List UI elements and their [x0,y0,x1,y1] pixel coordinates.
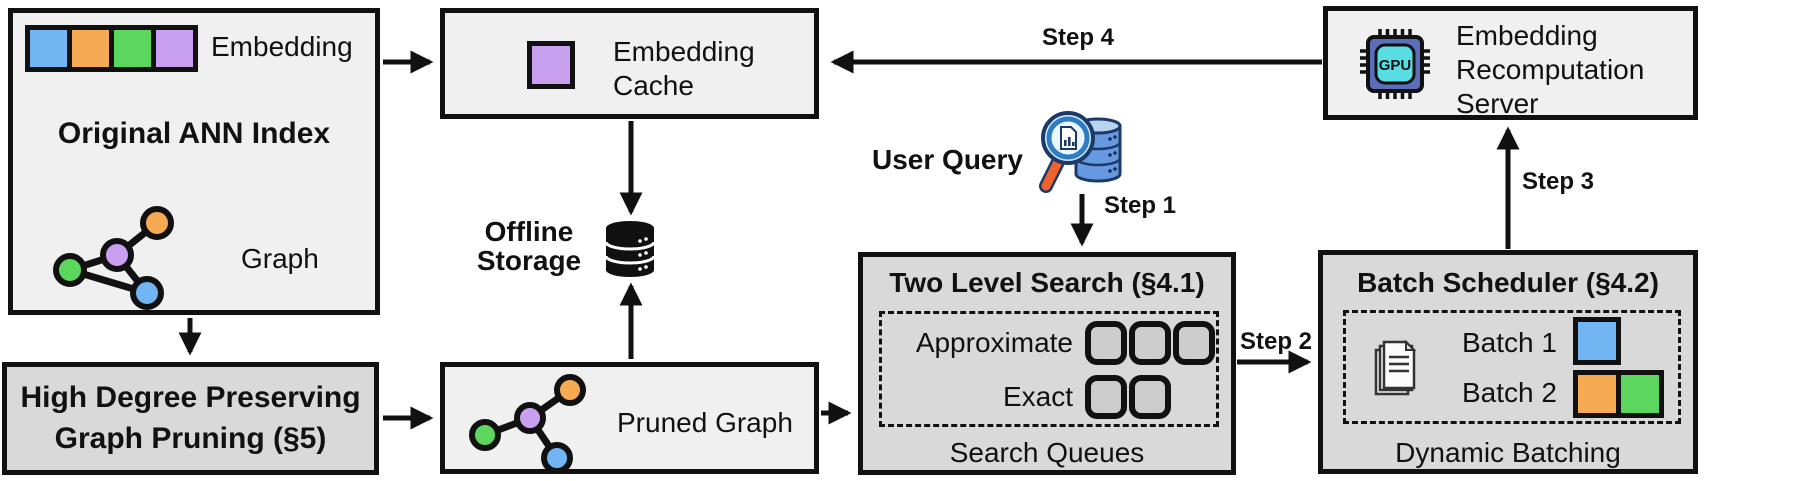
embedding-vector-icon [25,25,198,72]
exact-label: Exact [1002,381,1073,412]
embedding-label: Embedding [211,31,353,62]
original-ann-index-box: Embedding Original ANN Index Graph [8,8,380,315]
approximate-label: Approximate [915,327,1073,358]
approximate-queues-icon [1085,321,1215,365]
offline-storage-label: Offline Storage [476,216,582,277]
two-level-search-title: Two Level Search (§4.1) [889,267,1205,298]
batch2-cell-orange [1578,375,1616,413]
batch-scheduler-box: Batch Scheduler (§4.2) Batch 1 Batch 2 D… [1318,250,1698,474]
embedding-cache-label: Embedding Cache [613,36,755,101]
step1-label: Step 1 [1104,192,1177,219]
batch1-label: Batch 1 [1462,327,1557,358]
graph-pruning-box: High Degree Preserving Graph Pruning (§5… [2,362,379,475]
query-batch-documents-icon [1374,339,1417,396]
two-level-search-box: Two Level Search (§4.1) Approximate Exac… [858,252,1236,475]
graph-pruning-title: High Degree Preserving Graph Pruning (§5… [20,381,361,455]
approximate-row: Approximate [883,321,1215,365]
embedding-cell-green [114,30,151,67]
step4-label: Step 4 [1042,24,1115,51]
queue-slot [1085,321,1127,365]
recompute-server-label: Embedding Recomputation Server [1456,20,1645,120]
batch2-embedding-icon [1573,370,1664,418]
queue-slot [1129,321,1171,365]
search-queues-panel [879,311,1219,427]
offline-storage-database-icon [604,221,656,277]
embedding-cell-orange [72,30,109,67]
batch1-cell-blue [1578,322,1616,360]
pruned-graph-box: Pruned Graph [440,362,819,474]
dynamic-batching-panel [1343,310,1681,424]
gpu-chip-text: GPU [1379,57,1412,74]
queue-slot [1129,375,1171,419]
batch2-label: Batch 2 [1462,377,1557,408]
step2-label: Step 2 [1240,328,1313,355]
exact-queues-icon [1085,375,1171,419]
step3-label: Step 3 [1522,168,1595,195]
graph-label: Graph [241,243,319,274]
embedding-cell-blue [30,30,67,67]
search-queues-label: Search Queues [949,437,1145,468]
embedding-cell-purple [156,30,193,67]
dynamic-batching-label: Dynamic Batching [1395,437,1621,468]
recompute-server-box: GPU Embedding Recomputation Server [1323,6,1698,120]
batch1-embedding-icon [1573,317,1621,365]
queue-slot [1085,375,1127,419]
user-query-label: User Query [872,144,1023,175]
cached-embedding-icon [527,41,575,89]
embedding-cache-box: Embedding Cache [440,8,819,119]
queue-slot [1173,321,1215,365]
batch-scheduler-title: Batch Scheduler (§4.2) [1357,267,1659,298]
user-query-icon [1039,111,1122,193]
exact-row: Exact [883,375,1171,419]
gpu-chip-icon: GPU [1360,29,1430,99]
batch2-cell-green [1621,375,1659,413]
graph-icon [53,206,174,310]
pruned-graph-icon [469,374,586,471]
original-ann-index-title: Original ANN Index [57,117,331,150]
pruned-graph-label: Pruned Graph [617,407,793,438]
